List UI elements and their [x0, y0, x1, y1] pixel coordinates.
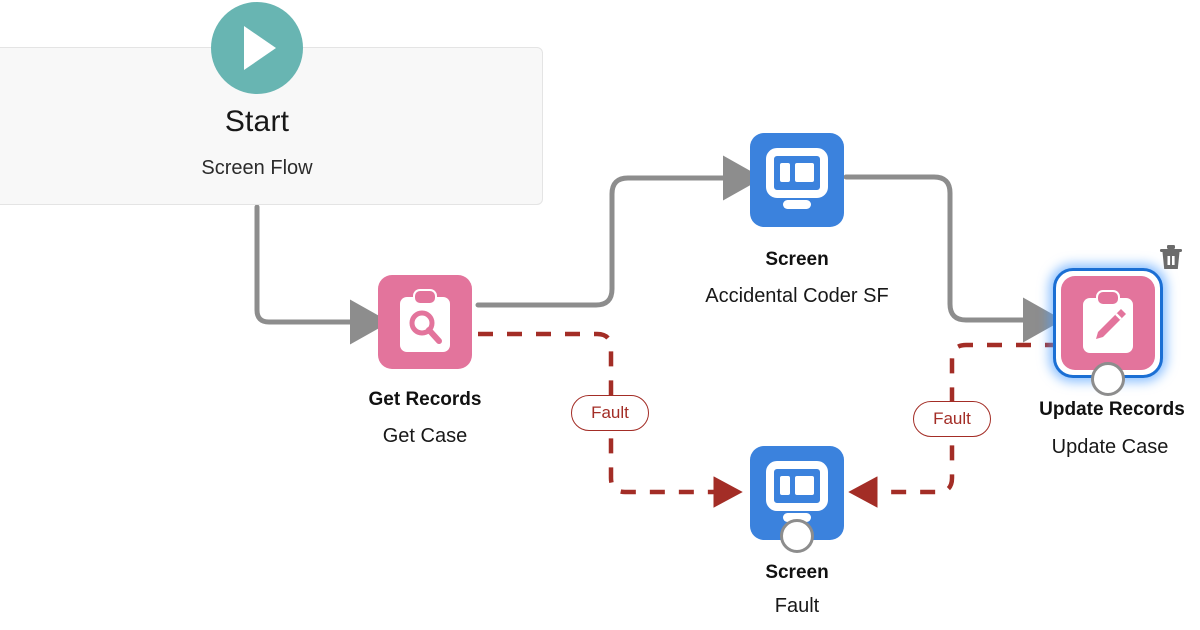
node-label-screen-fault: Screen [765, 562, 829, 583]
clipboard-pencil-glyph [1083, 290, 1133, 353]
screen-monitor-glyph [766, 461, 828, 522]
clipboard-search-glyph [400, 289, 450, 352]
play-triangle [244, 26, 276, 70]
clipboard-search-icon[interactable] [378, 275, 472, 369]
play-icon[interactable] [211, 2, 303, 94]
connector-handle-update-records[interactable] [1091, 362, 1125, 396]
trash-glyph [1160, 245, 1182, 269]
node-label-update-records: Update Records [1039, 399, 1185, 420]
node-label-get-records: Get Records [368, 389, 482, 410]
fault-label-right[interactable]: Fault [913, 401, 991, 437]
node-sublabel-get-records: Get Case [382, 425, 468, 447]
trash-icon[interactable] [1158, 243, 1184, 271]
start-title: Start [224, 105, 290, 138]
wire-start-to-get-records [254, 204, 390, 345]
node-sublabel-screen-fault: Fault [774, 595, 820, 617]
fault-label-left[interactable]: Fault [571, 395, 649, 431]
wire-get-records-to-screen [475, 155, 763, 308]
start-subtitle: Screen Flow [201, 157, 313, 179]
node-sublabel-screen-main: Accidental Coder SF [705, 285, 889, 307]
screen-monitor-glyph [766, 148, 828, 209]
screen-monitor-icon[interactable] [750, 133, 844, 227]
clipboard-pencil-icon[interactable] [1061, 276, 1155, 370]
connector-handle-screen-fault[interactable] [780, 519, 814, 553]
node-sublabel-update-records: Update Case [1051, 436, 1169, 458]
wire-screen-to-update-records [843, 174, 1063, 343]
node-label-screen-main: Screen [765, 249, 829, 270]
screen-monitor-icon[interactable] [750, 446, 844, 540]
